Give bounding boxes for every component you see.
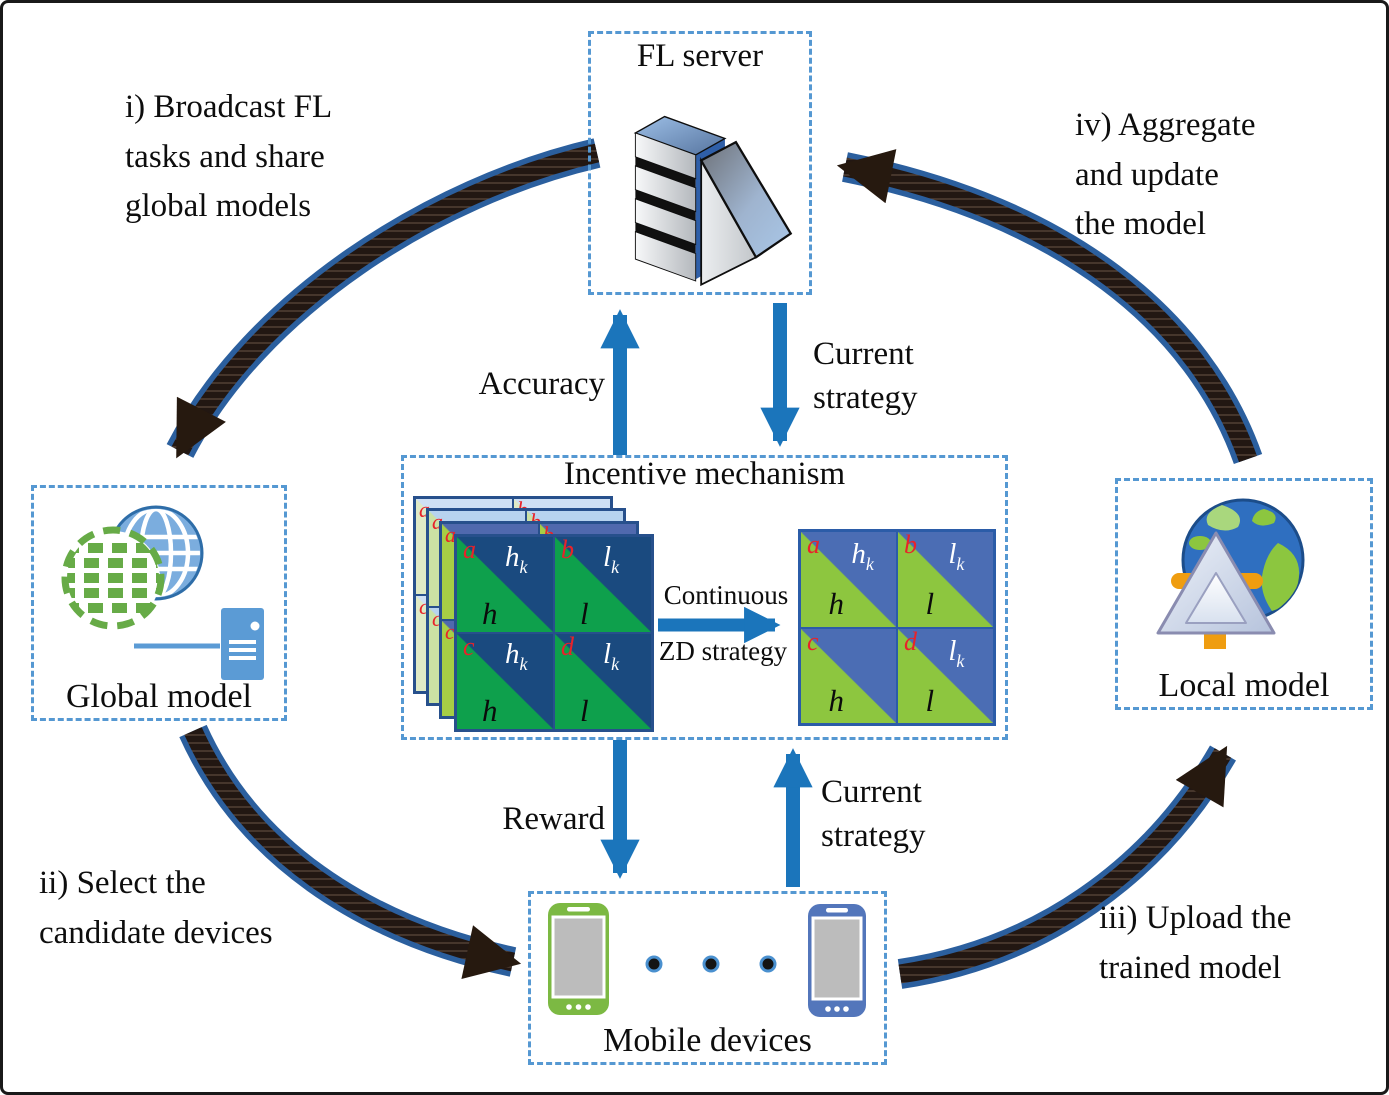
reward-label: Reward	[502, 801, 605, 837]
current-strategy-top-label: Current strategy	[813, 336, 918, 416]
step-iii-label: iii) Upload the trained model	[1099, 900, 1292, 986]
mobile-devices-box: Mobile devices	[528, 891, 887, 1065]
step-ii-label: ii) Select the candidate devices	[39, 865, 273, 951]
fl-server-label: FL server	[636, 38, 764, 74]
ellipsis-dots	[645, 955, 777, 973]
payoff-matrix-result: a hk h b lk l c h d lk l	[798, 529, 996, 726]
zd-strategy-label-line1: Continuous	[663, 580, 789, 610]
incentive-mechanism-label: Incentive mechanism	[563, 456, 846, 492]
current-strategy-bottom-label: Current strategy	[821, 774, 926, 854]
zd-strategy-label-line2: ZD strategy	[658, 636, 788, 666]
fl-server-box: FL server	[588, 31, 812, 295]
mobile-devices-label: Mobile devices	[603, 1022, 812, 1059]
dashed-green-globe-icon	[61, 526, 165, 630]
accuracy-label: Accuracy	[478, 366, 605, 402]
global-model-box: Global model	[31, 485, 287, 721]
step-i-label: i) Broadcast FL tasks and share global m…	[125, 89, 333, 224]
local-model-label: Local model	[1158, 667, 1330, 704]
matrix-cell-c: c h	[800, 627, 897, 724]
matrix-cell-c: c hk h	[456, 632, 554, 730]
server-icon	[633, 115, 793, 287]
matrix-cell-a: a hk h	[456, 535, 554, 633]
payoff-matrix-front: a hk h b lk l c hk h d lk l	[454, 534, 654, 732]
matrix-cell-a: a hk h	[800, 530, 897, 628]
global-model-icon	[61, 505, 264, 680]
orange-stub	[1204, 631, 1226, 649]
matrix-cell-b: b lk l	[897, 530, 994, 628]
mobile-devices-icons	[548, 903, 866, 1017]
step-iv-label: iv) Aggregate and update the model	[1075, 107, 1256, 242]
matrix-cell-b: b lk l	[554, 535, 652, 633]
global-model-label: Global model	[65, 678, 253, 715]
matrix-cell-d: d lk l	[554, 632, 652, 730]
local-model-icon	[1156, 498, 1305, 649]
incentive-mechanism-box: Incentive mechanism a b c d a b c d a b …	[401, 455, 1008, 740]
server-tower-icon	[134, 608, 264, 680]
local-model-box: Local model	[1115, 478, 1373, 710]
green-phone-icon	[548, 903, 609, 1015]
blue-phone-icon	[808, 904, 866, 1017]
matrix-cell-d: d lk l	[897, 627, 994, 724]
